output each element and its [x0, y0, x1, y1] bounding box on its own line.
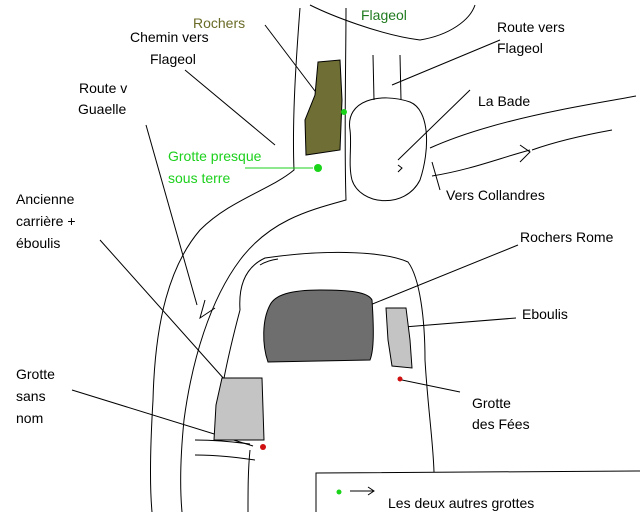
label-chemin-vers-flageol-1: Chemin vers [130, 29, 209, 45]
road-east-top [429, 95, 637, 149]
label-route-vers-guaelle-1: Route v [79, 80, 128, 96]
leader-vers-collandres [431, 161, 441, 191]
route-flageol-right [399, 54, 402, 101]
leader-chemin [184, 69, 276, 146]
la-bade-loop [349, 97, 428, 202]
rochers-shape [304, 59, 343, 156]
lower-road [247, 449, 251, 512]
label-route-vers-flageol-2: Flageol [497, 40, 543, 56]
label-route-vers-flageol-1: Route vers [497, 19, 565, 35]
leader-rochers [264, 24, 319, 96]
label-flageol: Flageol [361, 7, 407, 23]
green-dot-arrow-icon [336, 486, 375, 496]
label-vers-collandres: Vers Collandres [446, 187, 545, 203]
label-eboulis: Eboulis [522, 306, 568, 322]
route-flageol-left [372, 54, 375, 101]
label-grotte-sans-nom-3: nom [16, 410, 44, 426]
legend-frame [315, 470, 640, 512]
red-cave-fees [397, 376, 403, 382]
leader-grotte-fees [401, 379, 461, 393]
road-left-outer [150, 7, 301, 512]
label-la-bade: La Bade [478, 93, 531, 109]
label-ancienne-1: Ancienne [16, 191, 75, 207]
legend-text: Les deux autres grottes [388, 495, 535, 511]
leader-ancienne [99, 239, 226, 381]
path-flageol-a [309, 4, 476, 41]
ancienne-carriere-shape [213, 377, 265, 441]
leader-rochers-rome [369, 244, 519, 306]
leader-la-bade [397, 89, 471, 161]
rochers-rome-shape [263, 289, 374, 363]
label-grotte-sans-nom-2: sans [16, 388, 46, 404]
red-cave-sans-nom [260, 444, 266, 450]
road-left-crossing2 [194, 454, 256, 461]
inner-road-top [259, 258, 279, 266]
leader-guaelle [145, 124, 198, 306]
road-arrow-bade [397, 164, 403, 173]
label-rochers: Rochers [193, 15, 246, 31]
label-grotte-presque-sous-terre-2: sous terre [168, 170, 231, 186]
road-arrow-west [199, 299, 216, 320]
road-east-bottom2 [531, 129, 613, 151]
label-ancienne-3: éboulis [16, 235, 61, 251]
label-ancienne-2: carrière + [16, 213, 76, 229]
label-grotte-des-fees-1: Grotte [472, 395, 511, 411]
inner-road-loop [239, 251, 435, 473]
eboulis-shape [385, 307, 413, 369]
label-grotte-des-fees-2: des Fées [472, 416, 530, 432]
leader-eboulis [403, 317, 517, 328]
label-rochers-rome: Rochers Rome [520, 229, 614, 245]
label-grotte-presque-sous-terre-1: Grotte presque [168, 148, 262, 164]
label-chemin-vers-flageol-2: Flageol [150, 51, 196, 67]
green-cave-1 [341, 109, 347, 115]
leader-route-flageol [391, 39, 501, 86]
green-cave-2 [314, 164, 322, 172]
road-left-inner [180, 7, 347, 512]
label-grotte-sans-nom-1: Grotte [16, 366, 55, 382]
road-east-bottom [431, 149, 531, 177]
road-arrow-east [519, 144, 531, 163]
label-route-vers-guaelle-2: Guaelle [78, 101, 127, 117]
